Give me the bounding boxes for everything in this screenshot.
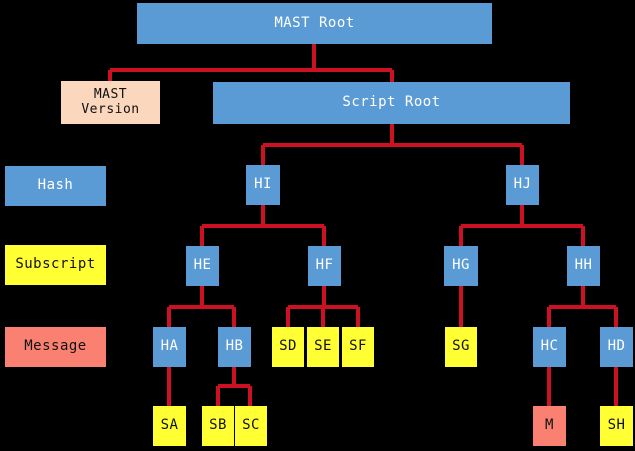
node-hf: HF [308, 246, 341, 286]
edge-hb-to-children [216, 367, 252, 406]
node-sf: SF [342, 327, 374, 367]
edge-scriptroot-to-children [261, 124, 524, 165]
node-mast-version: MAST Version [61, 81, 160, 124]
edge-hi-to-children [200, 205, 326, 246]
node-hg: HG [444, 246, 478, 286]
node-script-root: Script Root [213, 82, 570, 124]
node-hi: HI [246, 165, 280, 205]
node-hh: HH [567, 246, 600, 286]
node-sd: SD [272, 327, 304, 367]
node-sg: SG [445, 327, 477, 367]
node-hj: HJ [506, 165, 539, 205]
legend-subscript: Subscript [5, 245, 106, 285]
legend-hash: Hash [5, 166, 106, 206]
edge-he-to-children [167, 286, 236, 327]
legend-message: Message [5, 327, 106, 367]
edge-mastroot-to-children [108, 44, 394, 82]
node-sa: SA [153, 406, 186, 446]
node-hb: HB [218, 327, 251, 367]
node-sh: SH [600, 406, 633, 446]
node-he: HE [186, 246, 219, 286]
node-sc: SC [235, 406, 267, 446]
edge-hf-to-children [286, 286, 360, 327]
node-hc: HC [533, 327, 566, 367]
edge-hh-to-children [547, 286, 618, 327]
node-sb: SB [202, 406, 234, 446]
node-hd: HD [600, 327, 633, 367]
edge-hj-to-children [459, 205, 585, 246]
node-ha: HA [153, 327, 186, 367]
node-se: SE [307, 327, 339, 367]
node-mast-root: MAST Root [137, 3, 492, 44]
node-m: M [533, 406, 566, 446]
